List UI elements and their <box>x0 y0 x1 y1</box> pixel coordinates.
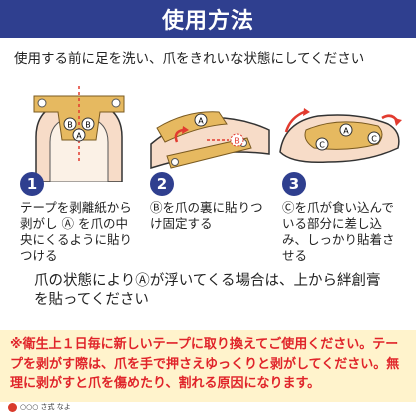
intro-text: 使用する前に足を洗い、爪をきれいな状態にしてください <box>14 51 365 67</box>
step-2: 2 Ⓑを爪の裏に貼りつけ固定する <box>150 172 276 232</box>
step-number: 3 <box>282 172 306 196</box>
note-text: 爪の状態によりⒶが浮いてくる場合は、上から絆創膏を貼ってください <box>34 273 381 308</box>
step-text: Ⓑを爪の裏に貼りつけ固定する <box>150 200 263 231</box>
step-3: 3 Ⓒを爪が食い込んでいる部分に差し込み、しっかり貼着させる <box>282 172 408 264</box>
toe-tape-front-illustration: B B A <box>33 86 125 183</box>
nail-corner-tape-illustration: C C A <box>279 108 402 164</box>
step1-illustration: B B A <box>16 82 142 183</box>
marker-a: A <box>198 117 204 126</box>
header-bar: 使用方法 <box>0 0 416 38</box>
marker-a: A <box>343 127 349 136</box>
marker-a: A <box>76 132 82 141</box>
warning-box: ※衛生上１日毎に新しいテープに取り換えてご使用ください。テープを剥がす際は、爪を… <box>0 330 416 402</box>
nail-underside-tape-illustration: A B <box>150 111 270 170</box>
logo-text: ○○○ さ式 なよ <box>20 403 71 411</box>
brand-logo: ○○○ さ式 なよ <box>8 402 71 412</box>
logo-icon <box>8 402 17 412</box>
step-number: 2 <box>150 172 174 196</box>
step3-illustration: C C A <box>278 82 404 182</box>
marker-b: B <box>234 137 240 146</box>
marker-c: C <box>371 135 377 144</box>
step-number: 1 <box>20 172 44 196</box>
step2-illustration: A B <box>147 82 273 182</box>
page-title: 使用方法 <box>161 9 254 34</box>
step-text: Ⓒを爪が食い込んでいる部分に差し込み、しっかり貼着させる <box>282 200 395 263</box>
marker-c: C <box>319 141 325 150</box>
warning-text: ※衛生上１日毎に新しいテープに取り換えてご使用ください。テープを剥がす際は、爪を… <box>10 337 400 391</box>
marker-b: B <box>67 121 73 130</box>
step-1: 1 テープを剥離紙から剥がし Ⓐ を爪の中央にくるように貼りつける <box>20 172 146 264</box>
marker-b: B <box>85 121 91 130</box>
step-text: テープを剥離紙から剥がし Ⓐ を爪の中央にくるように貼りつける <box>20 200 133 263</box>
